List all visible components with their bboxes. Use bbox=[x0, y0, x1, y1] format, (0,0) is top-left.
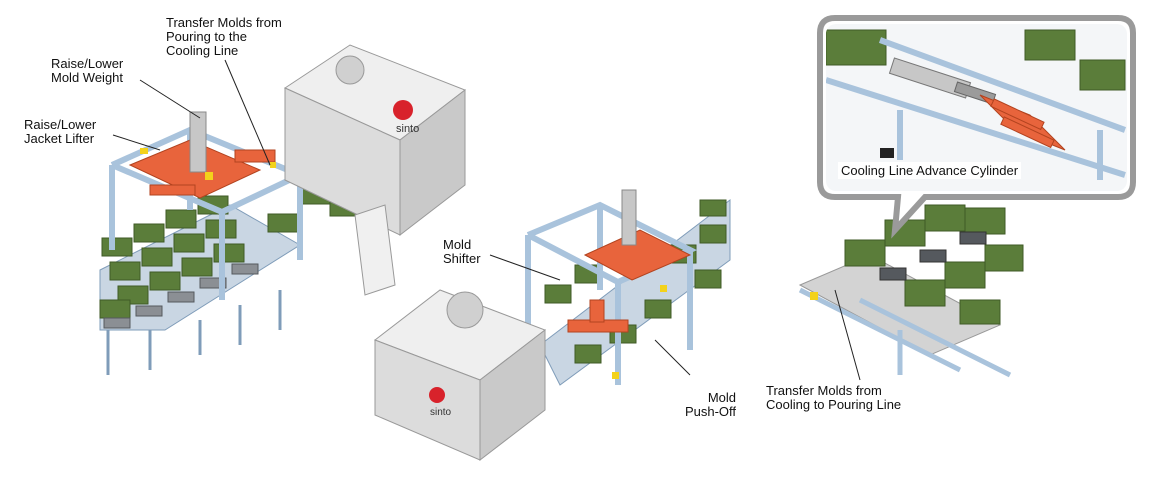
right-warning-tags bbox=[810, 292, 818, 300]
right-transfer-assembly bbox=[798, 204, 1024, 378]
inset-green-molds bbox=[826, 29, 1126, 91]
inset-callout bbox=[817, 15, 1136, 239]
left-sinto-logo: sinto bbox=[393, 100, 419, 135]
label-cooling-line-advance-cylinder: Cooling Line Advance Cylinder bbox=[838, 162, 1022, 179]
label-raise-lower-jacket-lifter: Raise/Lower Jacket Lifter bbox=[24, 117, 97, 146]
center-warning-tags bbox=[612, 285, 667, 379]
center-mold-weight-column bbox=[621, 189, 637, 246]
right-frame-rails bbox=[798, 287, 1012, 378]
label-transfer-pouring-to-cooling: Transfer Molds from Pouring to the Cooli… bbox=[166, 15, 282, 58]
left-pouring-machine bbox=[283, 44, 467, 237]
inset-frame-rails bbox=[826, 37, 1127, 180]
label-raise-lower-mold-weight: Raise/Lower Mold Weight bbox=[51, 56, 124, 85]
left-pouring-line-assembly: sinto bbox=[99, 44, 467, 375]
center-sinto-logo: sinto bbox=[429, 387, 452, 418]
left-mold-jackets bbox=[103, 263, 259, 329]
svg-text:sinto: sinto bbox=[430, 407, 452, 418]
label-mold-push-off: Mold Push-Off bbox=[684, 390, 736, 419]
callout-leader-lines bbox=[112, 59, 861, 381]
mold-weight-column bbox=[189, 111, 207, 173]
center-overhead-frame bbox=[525, 201, 698, 385]
left-control-cabinet bbox=[354, 204, 396, 296]
left-warning-tags bbox=[140, 148, 276, 180]
inset-orange-pusher bbox=[979, 94, 1066, 151]
label-transfer-cooling-to-pouring: Transfer Molds from Cooling to Pouring L… bbox=[766, 383, 902, 412]
inset-cylinder-mount bbox=[880, 148, 894, 158]
right-mold-jackets bbox=[879, 231, 987, 281]
right-green-molds bbox=[844, 204, 1024, 325]
label-mold-shifter: Mold Shifter bbox=[443, 237, 481, 266]
center-mold-shifter-assembly: sinto bbox=[373, 189, 731, 462]
svg-text:sinto: sinto bbox=[396, 123, 419, 135]
center-pouring-machine bbox=[373, 289, 547, 462]
left-frame-legs bbox=[106, 290, 282, 375]
